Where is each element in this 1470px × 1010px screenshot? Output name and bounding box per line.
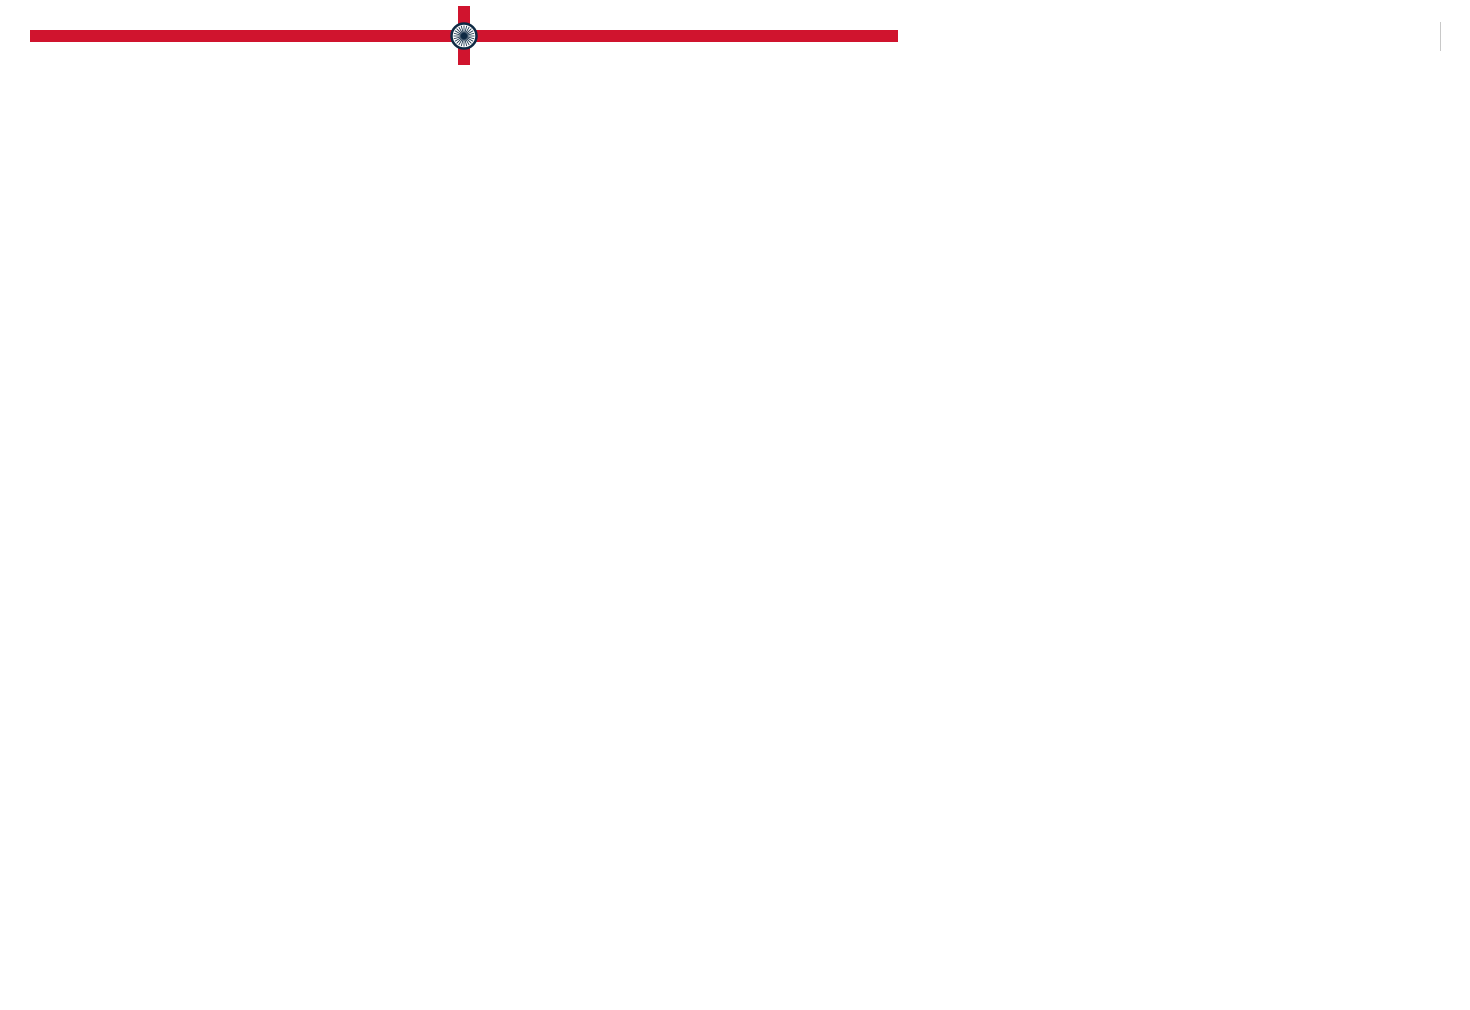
header-divider: [1440, 22, 1441, 51]
ashoka-chakra-icon: [450, 22, 478, 50]
